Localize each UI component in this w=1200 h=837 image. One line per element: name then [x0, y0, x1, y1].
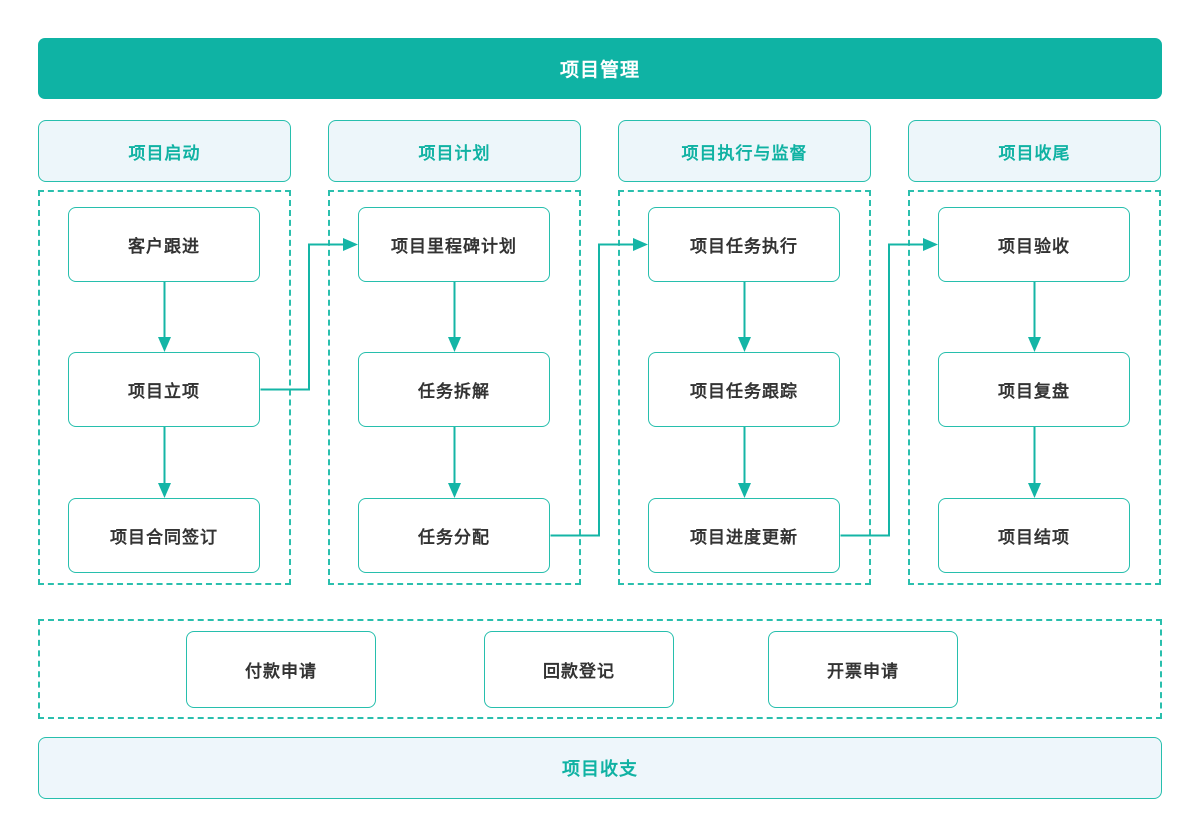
step-label: 项目立项: [128, 382, 200, 402]
phase-header-closing: 项目收尾: [908, 120, 1161, 182]
finance-label: 开票申请: [827, 662, 899, 682]
step-node-task-assignment[interactable]: 任务分配: [358, 498, 550, 573]
finance-banner: 项目收支: [38, 737, 1162, 799]
step-label: 项目任务跟踪: [690, 382, 798, 402]
step-node-milestone-plan[interactable]: 项目里程碑计划: [358, 207, 550, 282]
step-label: 任务拆解: [418, 382, 490, 402]
finance-banner-label: 项目收支: [562, 759, 638, 780]
finance-label: 付款申请: [245, 662, 317, 682]
phase-header-label: 项目计划: [418, 143, 491, 164]
step-node-project-closure[interactable]: 项目结项: [938, 498, 1130, 573]
step-label: 项目结项: [998, 528, 1070, 548]
step-node-project-approval[interactable]: 项目立项: [68, 352, 260, 427]
diagram-title-banner: 项目管理: [38, 38, 1162, 99]
step-label: 项目进度更新: [690, 528, 798, 548]
phase-header-initiation: 项目启动: [38, 120, 291, 182]
step-label: 项目复盘: [998, 382, 1070, 402]
finance-node-receipt-registration[interactable]: 回款登记: [484, 631, 674, 708]
step-node-customer-followup[interactable]: 客户跟进: [68, 207, 260, 282]
diagram-title: 项目管理: [559, 59, 640, 81]
step-label: 项目合同签订: [110, 528, 218, 548]
step-node-progress-update[interactable]: 项目进度更新: [648, 498, 840, 573]
finance-node-invoice-request[interactable]: 开票申请: [768, 631, 958, 708]
phase-header-label: 项目执行与监督: [681, 143, 808, 164]
step-label: 客户跟进: [128, 237, 200, 257]
step-node-contract-signing[interactable]: 项目合同签订: [68, 498, 260, 573]
phase-header-label: 项目启动: [128, 143, 201, 164]
step-label: 项目任务执行: [690, 237, 798, 257]
step-node-task-execution[interactable]: 项目任务执行: [648, 207, 840, 282]
step-label: 项目验收: [998, 237, 1070, 257]
phase-header-planning: 项目计划: [328, 120, 581, 182]
finance-lane: [38, 619, 1162, 719]
finance-node-payment-request[interactable]: 付款申请: [186, 631, 376, 708]
step-node-project-review[interactable]: 项目复盘: [938, 352, 1130, 427]
step-node-task-tracking[interactable]: 项目任务跟踪: [648, 352, 840, 427]
step-node-task-breakdown[interactable]: 任务拆解: [358, 352, 550, 427]
step-label: 项目里程碑计划: [391, 237, 517, 257]
finance-label: 回款登记: [543, 662, 615, 682]
phase-header-label: 项目收尾: [998, 143, 1071, 164]
step-label: 任务分配: [418, 528, 490, 548]
step-node-project-acceptance[interactable]: 项目验收: [938, 207, 1130, 282]
phase-header-execution: 项目执行与监督: [618, 120, 871, 182]
